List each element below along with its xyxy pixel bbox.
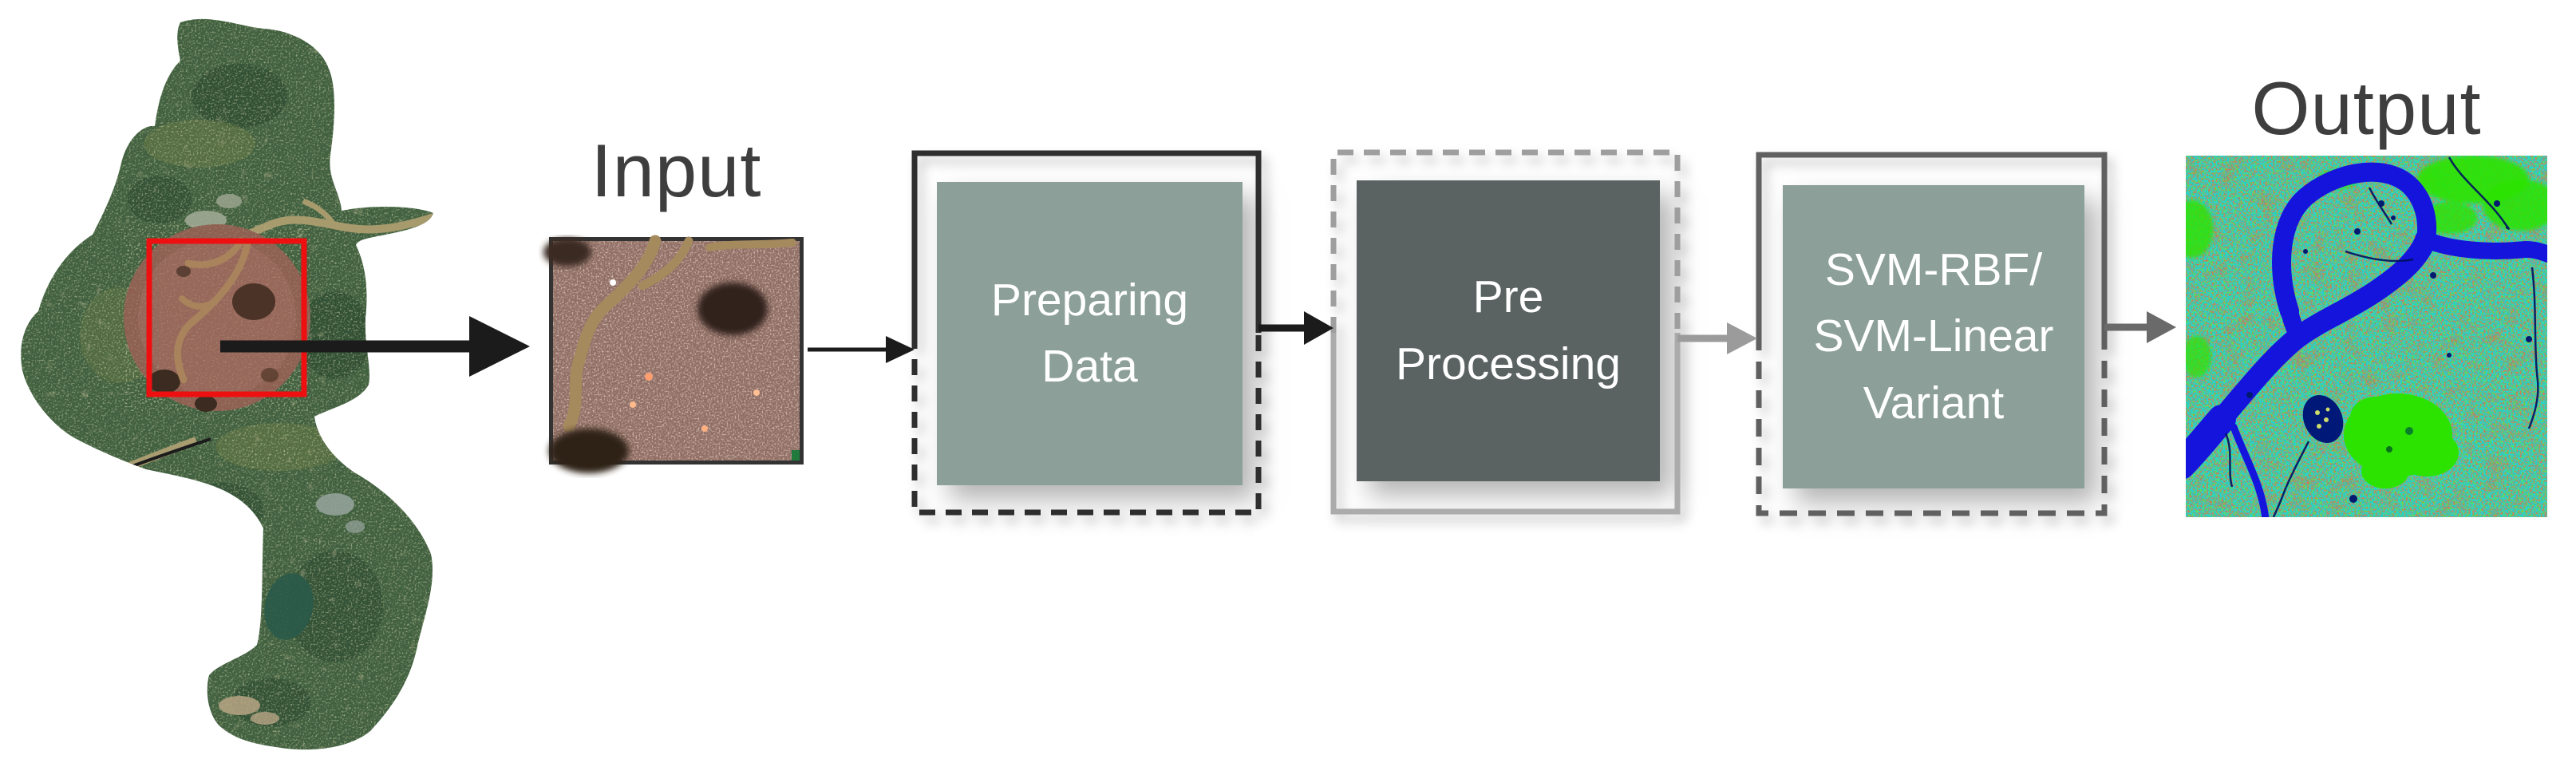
step-box-preparing-data: Preparing Data bbox=[937, 182, 1243, 485]
satellite-map-image bbox=[21, 18, 434, 750]
output-image bbox=[2186, 156, 2547, 517]
output-dark-specks bbox=[2246, 200, 2532, 503]
satellite-map-texture bbox=[21, 18, 434, 750]
roi-rectangle bbox=[146, 238, 307, 397]
map-lake bbox=[264, 573, 314, 640]
step-label-svm-variant: SVM-RBF/ SVM-Linear Variant bbox=[1813, 244, 2054, 429]
step-box-pre-processing: Pre Processing bbox=[1357, 180, 1660, 481]
input-dark-area bbox=[697, 283, 768, 335]
input-river bbox=[563, 235, 796, 433]
output-lake bbox=[2302, 395, 2344, 443]
step-label-pre-processing: Pre Processing bbox=[1396, 271, 1621, 389]
preprocessing-to-svm-arrow bbox=[1677, 322, 1757, 354]
input-to-preparing-arrow bbox=[808, 336, 915, 363]
step-label-preparing-data: Preparing Data bbox=[990, 274, 1189, 392]
svm-to-output-arrow bbox=[2104, 311, 2176, 343]
preparing-to-preprocessing-arrow bbox=[1258, 311, 1333, 345]
output-river bbox=[2186, 162, 2547, 517]
output-park-blob bbox=[2344, 393, 2459, 488]
step-box-svm-variant: SVM-RBF/ SVM-Linear Variant bbox=[1783, 185, 2084, 488]
map-river bbox=[234, 213, 434, 245]
output-stream-lines bbox=[2224, 156, 2539, 517]
output-label: Output bbox=[2251, 66, 2482, 150]
input-label: Input bbox=[591, 128, 762, 212]
input-image bbox=[543, 235, 804, 473]
